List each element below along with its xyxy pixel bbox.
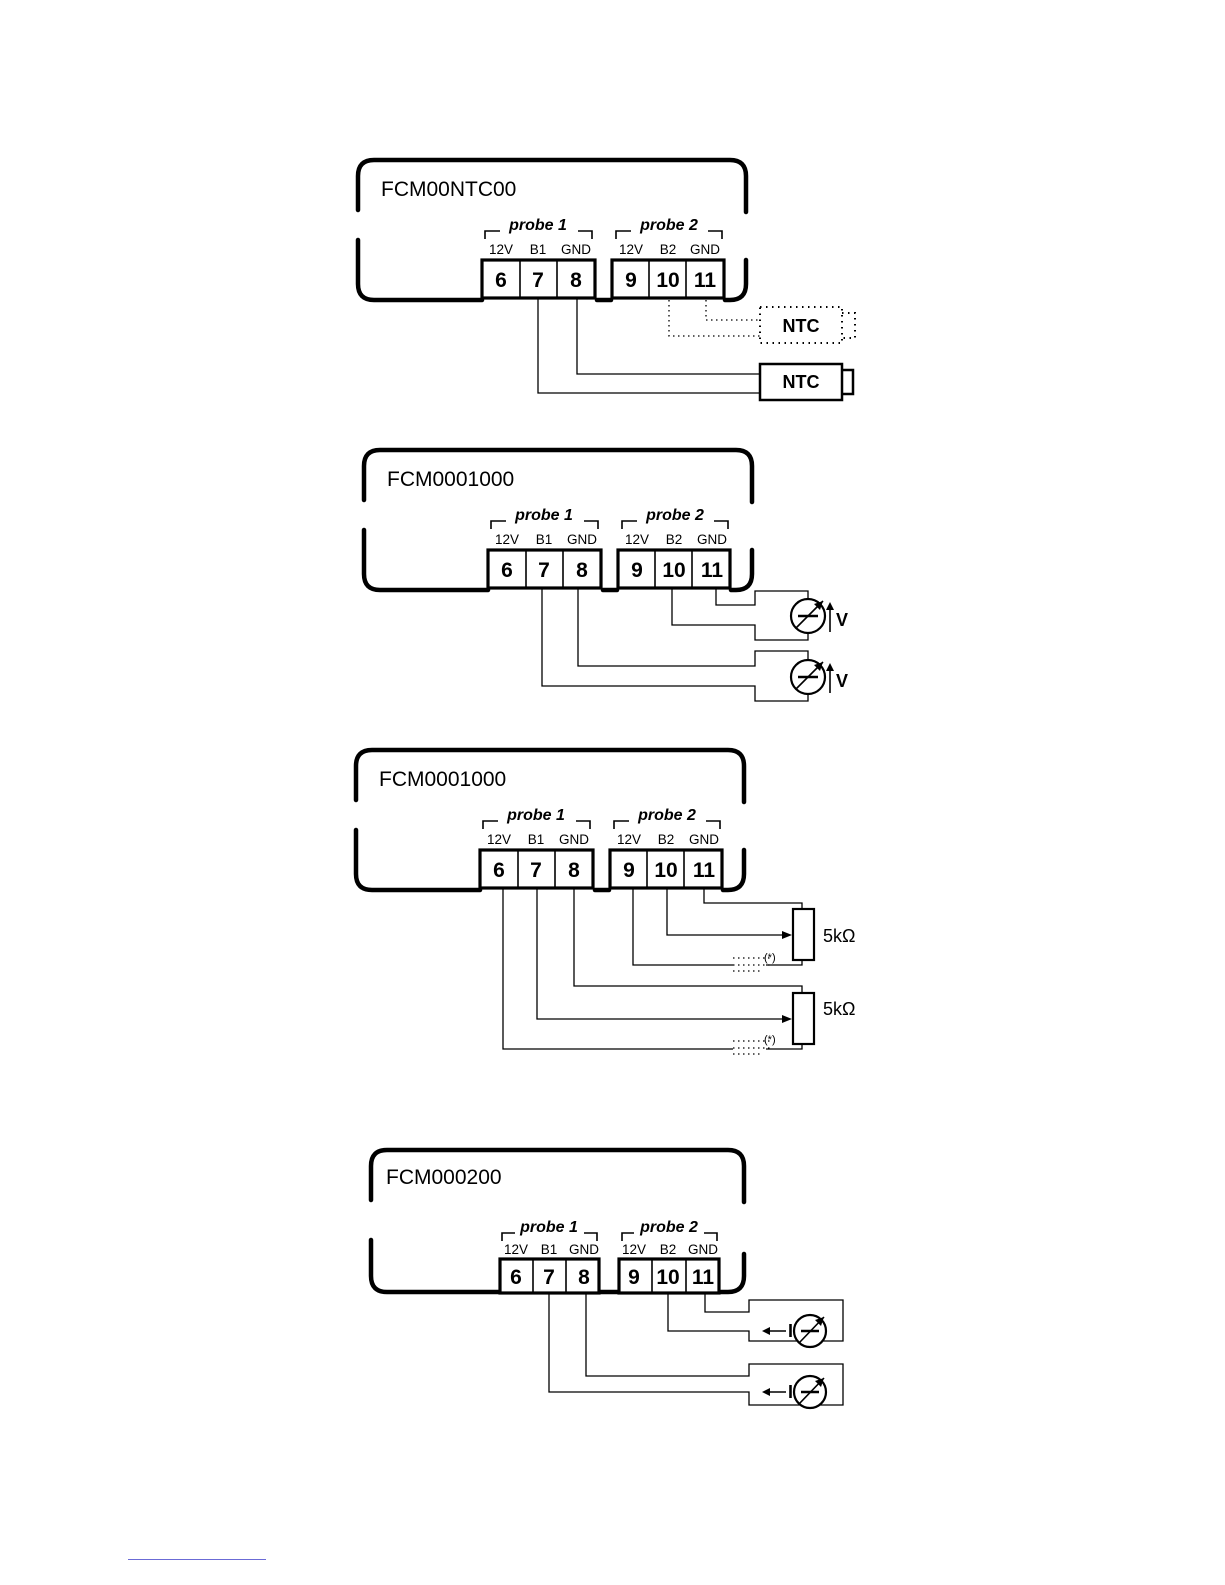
probe2-label: probe 2 <box>645 507 704 524</box>
pin-label-gnd: GND <box>559 832 589 847</box>
pin-label-12v: 12V <box>622 1242 646 1257</box>
diagram-voltage: FCM0001000 probe 1 probe 2 12V B1 GND 12… <box>364 450 848 701</box>
terminal-8: 8 <box>568 859 580 882</box>
ntc-probe-solid: NTC <box>538 298 853 400</box>
terminal-10: 10 <box>654 859 677 882</box>
pin-labels: 12V B1 GND 12V B2 GND <box>489 242 720 257</box>
ntc-label-dotted: NTC <box>783 316 820 336</box>
pin-label-12v: 12V <box>487 832 511 847</box>
terminal-7: 7 <box>538 559 550 582</box>
terminal-11: 11 <box>701 559 724 582</box>
terminal-7: 7 <box>530 859 542 882</box>
pin-label-b1: B1 <box>528 832 545 847</box>
probe2-bracket: probe 2 <box>616 217 722 239</box>
pin-label-12v: 12V <box>619 242 643 257</box>
probe1-bracket: probe 1 <box>502 1219 597 1241</box>
model-title: FCM0001000 <box>387 468 514 491</box>
probe1-label: probe 1 <box>519 1219 578 1236</box>
terminal-6: 6 <box>510 1266 522 1289</box>
pin-label-gnd: GND <box>567 532 597 547</box>
pin-label-12v: 12V <box>504 1242 528 1257</box>
pin-label-b2: B2 <box>660 242 677 257</box>
current-source-probe1: I <box>549 1293 843 1408</box>
probe1-label: probe 1 <box>508 217 567 234</box>
pin-labels: 12V B1 GND 12V B2 GND <box>504 1242 718 1257</box>
probe2-label: probe 2 <box>639 217 698 234</box>
model-title: FCM000200 <box>386 1166 502 1189</box>
probe2-bracket: probe 2 <box>614 807 720 829</box>
terminal-6: 6 <box>493 859 505 882</box>
terminal-10: 10 <box>656 1266 679 1289</box>
current-label: I <box>788 1382 793 1402</box>
probe1-label: probe 1 <box>514 507 573 524</box>
terminal-8: 8 <box>570 269 582 292</box>
probe1-bracket: probe 1 <box>483 807 590 829</box>
model-title: FCM00NTC00 <box>381 178 516 201</box>
ntc-probe-dotted: NTC <box>669 300 855 343</box>
pin-label-b2: B2 <box>658 832 675 847</box>
probe1-label: probe 1 <box>506 807 565 824</box>
terminal-7: 7 <box>532 269 544 292</box>
terminal-10: 10 <box>656 269 679 292</box>
pin-label-gnd: GND <box>569 1242 599 1257</box>
probe2-bracket: probe 2 <box>622 1219 717 1241</box>
pin-label-b2: B2 <box>666 532 683 547</box>
diagram-current: FCM000200 probe 1 probe 2 12V B1 GND 12V… <box>371 1150 843 1408</box>
resistance-label: 5kΩ <box>823 999 855 1019</box>
pin-label-12v: 12V <box>489 242 513 257</box>
note-marker: (*) <box>764 952 776 964</box>
pin-label-12v: 12V <box>625 532 649 547</box>
diagram-ntc: FCM00NTC00 probe 1 probe 2 12V B1 GND 12… <box>358 160 855 400</box>
terminal-8: 8 <box>578 1266 590 1289</box>
diagram-potentiometer: FCM0001000 probe 1 probe 2 12V B1 GND 12… <box>356 750 855 1054</box>
terminal-11: 11 <box>692 1266 715 1289</box>
current-source-probe2: I <box>668 1293 843 1347</box>
pin-label-gnd: GND <box>697 532 727 547</box>
terminal-11: 11 <box>693 859 716 882</box>
pin-label-gnd: GND <box>689 832 719 847</box>
pin-label-b2: B2 <box>660 1242 677 1257</box>
terminal-11: 11 <box>694 269 717 292</box>
pin-label-b1: B1 <box>530 242 547 257</box>
voltage-label: V <box>836 671 848 691</box>
terminal-9: 9 <box>625 269 637 292</box>
pin-label-gnd: GND <box>690 242 720 257</box>
voltage-source-probe2: V <box>672 588 848 640</box>
terminal-7: 7 <box>543 1266 555 1289</box>
pin-label-b1: B1 <box>541 1242 558 1257</box>
pin-label-12v: 12V <box>617 832 641 847</box>
footnote-separator <box>128 1559 266 1560</box>
probe2-label: probe 2 <box>637 807 696 824</box>
terminal-9: 9 <box>623 859 635 882</box>
probe1-bracket: probe 1 <box>491 507 598 529</box>
terminal-6: 6 <box>501 559 513 582</box>
resistance-label: 5kΩ <box>823 926 855 946</box>
terminal-9: 9 <box>631 559 643 582</box>
pin-label-gnd: GND <box>561 242 591 257</box>
model-title: FCM0001000 <box>379 768 506 791</box>
potentiometer-probe2: (*) 5kΩ <box>633 888 855 971</box>
probe1-bracket: probe 1 <box>485 217 592 239</box>
probe2-bracket: probe 2 <box>622 507 728 529</box>
note-marker: (*) <box>764 1034 776 1046</box>
terminal-9: 9 <box>628 1266 640 1289</box>
terminal-10: 10 <box>662 559 685 582</box>
voltage-label: V <box>836 610 848 630</box>
pin-label-gnd: GND <box>688 1242 718 1257</box>
probe2-label: probe 2 <box>639 1219 698 1236</box>
pin-labels: 12V B1 GND 12V B2 GND <box>487 832 719 847</box>
pin-label-12v: 12V <box>495 532 519 547</box>
pin-label-b1: B1 <box>536 532 553 547</box>
current-label: I <box>788 1321 793 1341</box>
pin-labels: 12V B1 GND 12V B2 GND <box>495 532 727 547</box>
terminal-6: 6 <box>495 269 507 292</box>
terminal-8: 8 <box>576 559 588 582</box>
ntc-label-solid: NTC <box>783 372 820 392</box>
